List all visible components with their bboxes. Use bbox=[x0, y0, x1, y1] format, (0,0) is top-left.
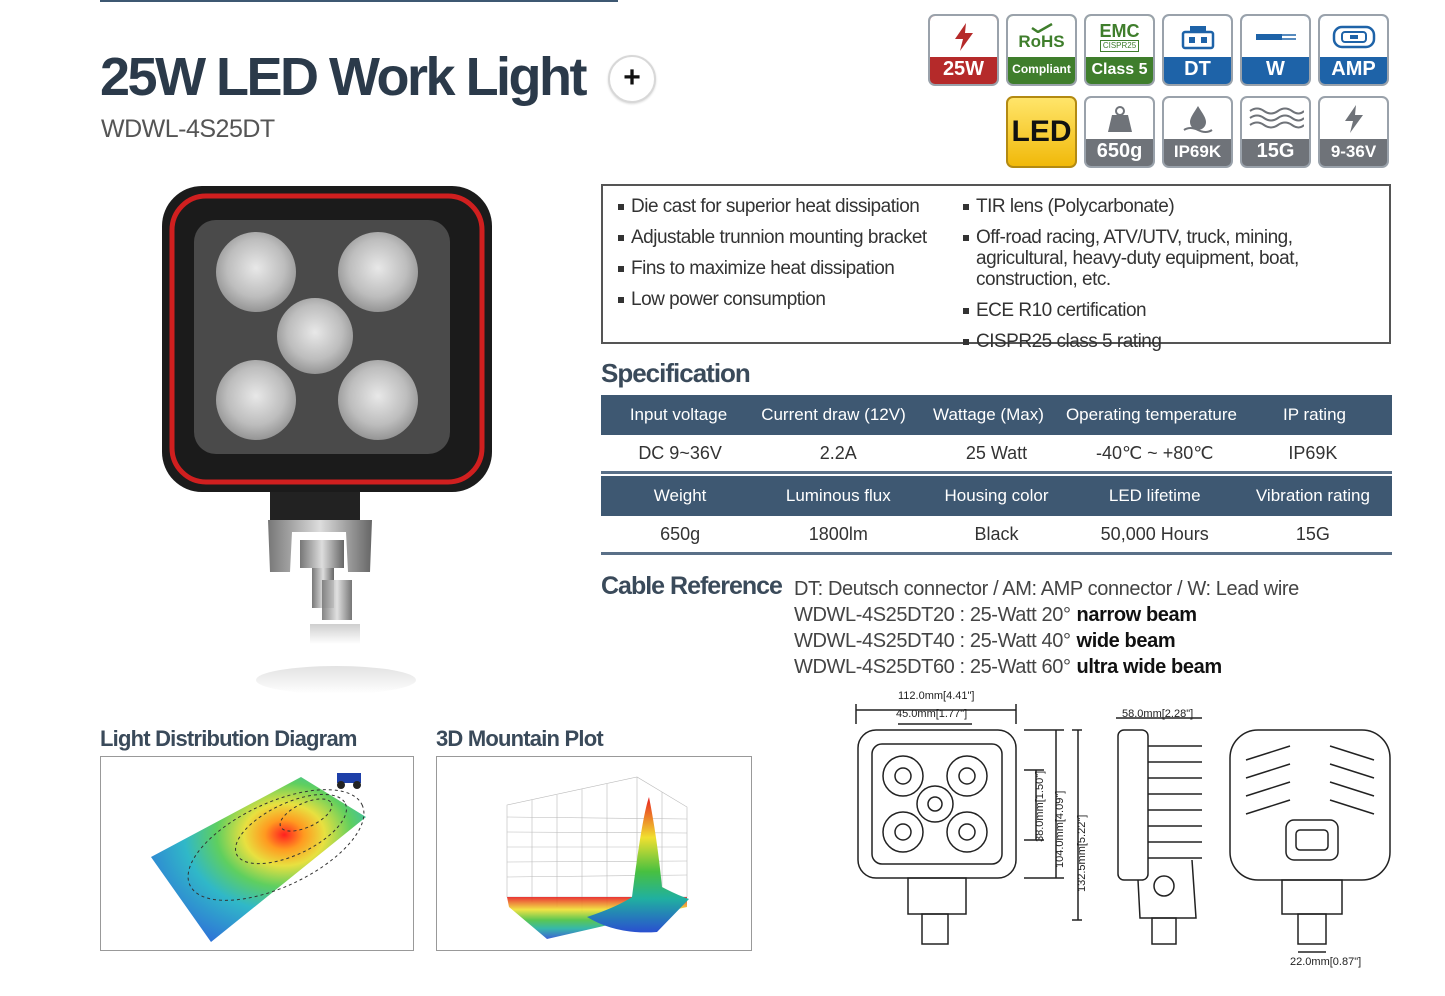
badge-voltage: 9-36V bbox=[1318, 96, 1389, 168]
spec-header-cell: Weight bbox=[653, 486, 707, 505]
vibration-icon bbox=[1248, 107, 1304, 128]
badge-led: LED bbox=[1006, 96, 1077, 168]
spec-table-1: Input voltage Current draw (12V) Wattage… bbox=[601, 395, 1392, 474]
light-distribution-diagram bbox=[100, 756, 414, 951]
connector-amp-icon bbox=[1332, 25, 1375, 48]
badge-emc: EMC CISPR25 Class 5 bbox=[1084, 14, 1155, 86]
connector-dt-icon bbox=[1181, 25, 1214, 49]
spec-header-cell: Vibration rating bbox=[1255, 486, 1370, 505]
lightning-icon bbox=[954, 22, 973, 51]
spec-value-cell: 25 Watt bbox=[965, 443, 1028, 463]
expand-button[interactable]: + bbox=[608, 55, 656, 103]
badge-25w: 25W bbox=[928, 14, 999, 86]
water-drop-icon bbox=[1182, 105, 1213, 133]
spec-header-cell: Current draw (12V) bbox=[761, 405, 906, 424]
emc-icon: EMC CISPR25 bbox=[1086, 16, 1153, 57]
spec-header-cell: Luminous flux bbox=[785, 486, 891, 505]
dim-depth: 58.0mm[2.28"] bbox=[1122, 708, 1194, 720]
spec-value-cell: 650g bbox=[660, 524, 701, 544]
feature-list-right: TIR lens (Polycarbonate) Off-road racing… bbox=[963, 196, 1383, 362]
rohs-check-icon bbox=[1030, 22, 1053, 33]
feature-item: TIR lens (Polycarbonate) bbox=[963, 196, 1383, 217]
badge-ip69k: IP69K bbox=[1162, 96, 1233, 168]
spec-value-cell: 50,000 Hours bbox=[1100, 524, 1209, 544]
spec-value-cell: DC 9~36V bbox=[638, 443, 722, 463]
dim-width-total: 112.0mm[4.41"] bbox=[898, 690, 975, 702]
cable-variant: WDWL-4S25DT20 : 25-Watt 20°narrow beam bbox=[794, 604, 1197, 626]
badge-weight: 650g bbox=[1084, 96, 1155, 168]
top-rule bbox=[100, 0, 618, 2]
badge-rohs: RoHS Compliant bbox=[1006, 14, 1077, 86]
mountain-plot bbox=[436, 756, 752, 951]
badge-amp: AMP bbox=[1318, 14, 1389, 86]
spec-value-cell: 15G bbox=[1295, 524, 1330, 544]
feature-list: Die cast for superior heat dissipation A… bbox=[601, 184, 1391, 352]
feature-item: Die cast for superior heat dissipation bbox=[618, 196, 958, 217]
model-number: WDWL-4S25DT bbox=[101, 115, 275, 143]
spec-value-cell: Black bbox=[974, 524, 1019, 544]
spec-header-cell: Operating temperature bbox=[1065, 405, 1237, 424]
mountain-plot-heading: 3D Mountain Plot bbox=[436, 726, 604, 751]
badge-w: W bbox=[1240, 14, 1311, 86]
spec-value-cell: -40℃ ~ +80℃ bbox=[1095, 443, 1214, 463]
feature-list-left: Die cast for superior heat dissipation A… bbox=[618, 196, 958, 320]
dim-width-inner: 45.0mm[1.77"] bbox=[896, 708, 968, 720]
spec-value-cell: 1800lm bbox=[808, 524, 868, 544]
vehicle-icon bbox=[337, 773, 361, 789]
feature-item: Low power consumption bbox=[618, 289, 958, 310]
light-distribution-heading: Light Distribution Diagram bbox=[100, 726, 357, 751]
dim-bolt: 22.0mm[0.87"] bbox=[1290, 956, 1362, 968]
specification-heading: Specification bbox=[601, 358, 751, 388]
spec-value-row: DC 9~36V 2.2A 25 Watt -40℃ ~ +80℃ IP69K bbox=[601, 435, 1392, 474]
spec-value-cell: IP69K bbox=[1288, 443, 1338, 463]
voltage-icon bbox=[1344, 104, 1363, 133]
spec-value-row: 650g 1800lm Black 50,000 Hours 15G bbox=[601, 516, 1392, 555]
lead-wire-icon bbox=[1255, 33, 1296, 40]
spec-header-cell: IP rating bbox=[1282, 405, 1346, 424]
feature-item: ECE R10 certification bbox=[963, 300, 1383, 321]
spec-header-row: Weight Luminous flux Housing color LED l… bbox=[601, 476, 1392, 516]
feature-badges: 25W RoHS Compliant EMC CISPR25 Class 5 D… bbox=[928, 14, 1398, 174]
badge-15g: 15G bbox=[1240, 96, 1311, 168]
spec-header-cell: Wattage (Max) bbox=[933, 405, 1044, 424]
spec-header-row: Input voltage Current draw (12V) Wattage… bbox=[601, 395, 1392, 435]
cable-variant: WDWL-4S25DT40 : 25-Watt 40°wide beam bbox=[794, 630, 1176, 652]
cable-reference: DT: Deutsch connector / AM: AMP connecto… bbox=[794, 576, 1299, 680]
cable-reference-heading: Cable Reference bbox=[601, 572, 783, 600]
spec-header-cell: LED lifetime bbox=[1108, 486, 1201, 505]
product-photo bbox=[162, 186, 492, 694]
cable-legend: DT: Deutsch connector / AM: AMP connecto… bbox=[794, 578, 1299, 600]
spec-table-2: Weight Luminous flux Housing color LED l… bbox=[601, 476, 1392, 555]
feature-item: Adjustable trunnion mounting bracket bbox=[618, 227, 958, 248]
cable-variant: WDWL-4S25DT60 : 25-Watt 60°ultra wide be… bbox=[794, 656, 1222, 678]
feature-item: CISPR25 class 5 rating bbox=[963, 331, 1383, 352]
spec-header-cell: Housing color bbox=[944, 486, 1049, 505]
feature-item: Fins to maximize heat dissipation bbox=[618, 258, 958, 279]
spec-value-cell: 2.2A bbox=[819, 443, 857, 463]
line-drawing bbox=[855, 704, 1391, 953]
product-title: 25W LED Work Light bbox=[100, 47, 588, 107]
spec-header-cell: Input voltage bbox=[629, 405, 728, 424]
feature-item: Off-road racing, ATV/UTV, truck, mining,… bbox=[963, 227, 1383, 290]
badge-dt: DT bbox=[1162, 14, 1233, 86]
weight-icon bbox=[1107, 105, 1132, 132]
